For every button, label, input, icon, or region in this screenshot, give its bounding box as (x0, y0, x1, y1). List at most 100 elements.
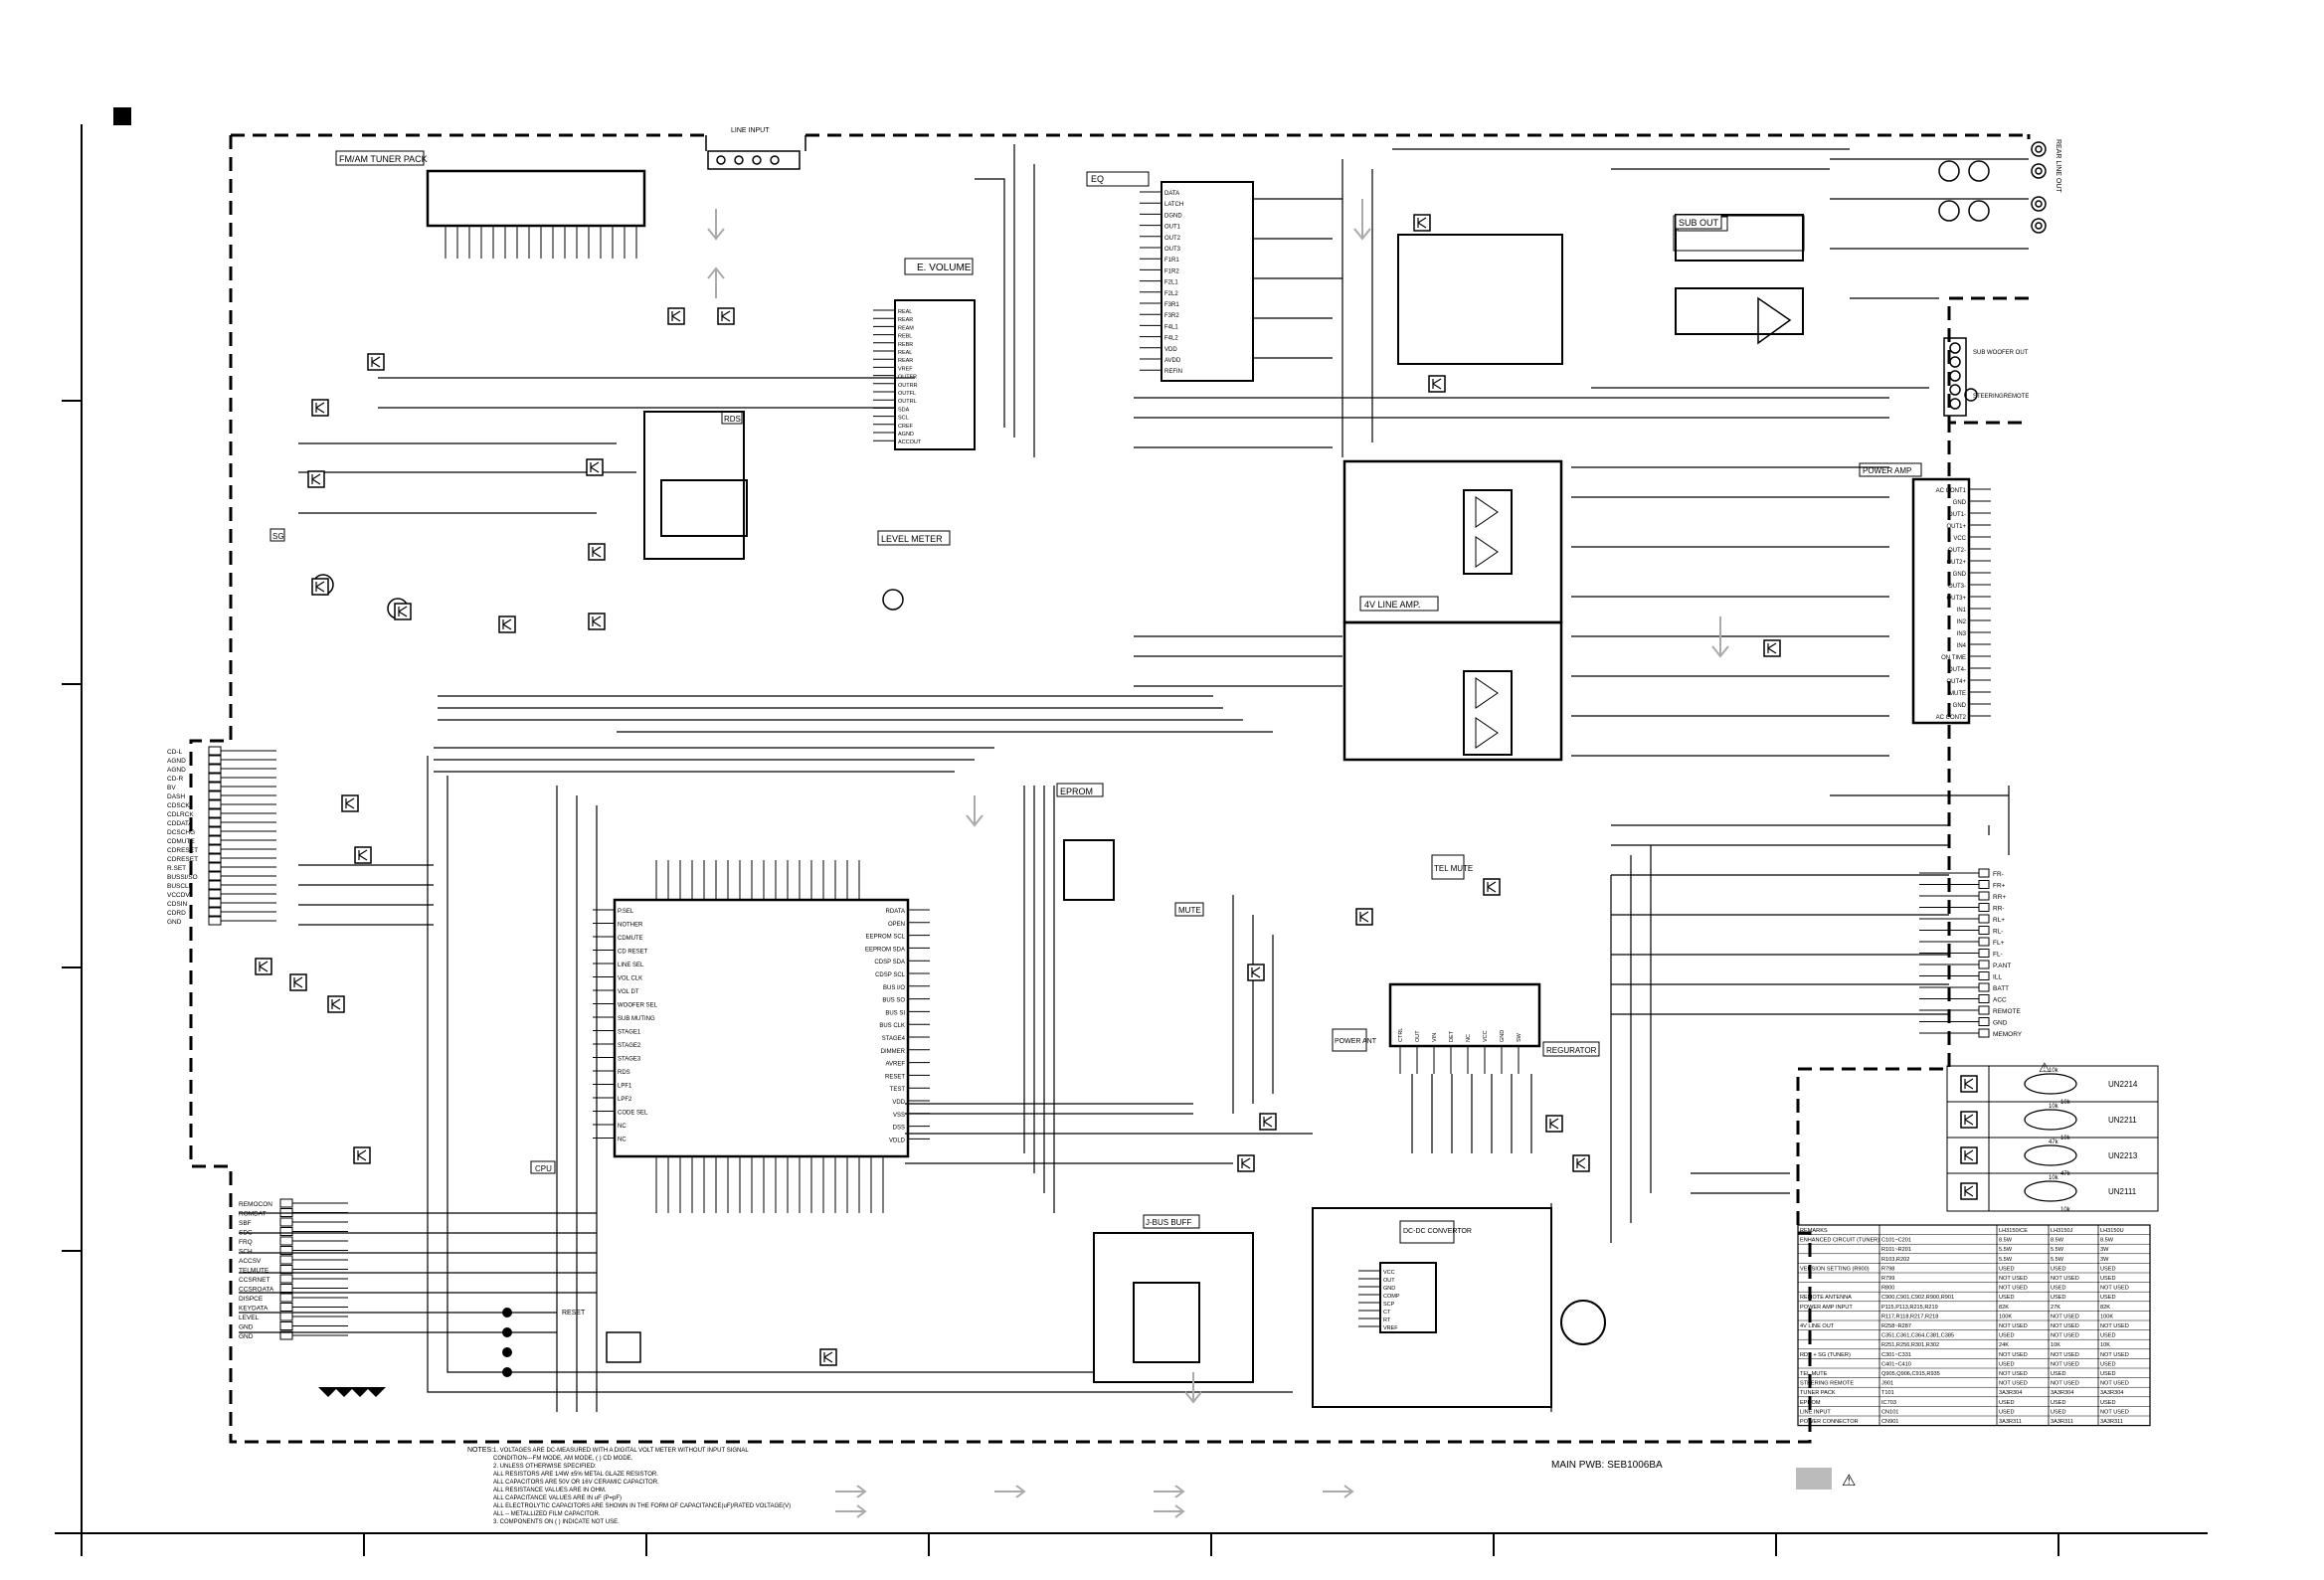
jbus-pin-terminal (279, 1284, 293, 1293)
transistor-glyph (311, 473, 321, 485)
version-table-cell: 82K (1999, 1305, 2009, 1311)
transistor-glyph (592, 546, 602, 558)
version-table-cell: NOT USED (2051, 1323, 2079, 1329)
cd-pin-terminal (208, 835, 222, 845)
transistor-symbol (1247, 964, 1265, 981)
transistor-glyph (590, 461, 600, 473)
cpu-left-pin-label: STAGE3 (618, 1057, 641, 1063)
cd-pin-label: CDMUTE (167, 838, 195, 845)
transistor-glyph (293, 976, 303, 988)
notes-line: CONDITION---FM MODE, AM MODE, ( ) CD MOD… (493, 1456, 633, 1462)
version-table-cell: NOT USED (2051, 1276, 2079, 1282)
cd-pin-label: VCCDV (167, 892, 190, 899)
cd-pin-label: CD-L (167, 749, 183, 756)
sg-section (269, 528, 409, 619)
cd-pin-terminal (208, 853, 222, 863)
version-table-cell: USED (2100, 1371, 2116, 1377)
cd-pin-label: CDDATA (167, 820, 193, 827)
version-table-cell: ENHANCED CIRCUIT (TUNER) (1800, 1238, 1879, 1244)
eq-pin-label: F4L1 (1164, 324, 1178, 330)
cpu-left-pin-label: NC (618, 1138, 626, 1143)
notes-title: NOTES: (467, 1447, 493, 1454)
sub-out-label-box (1675, 214, 1722, 230)
jbus-buff-label: J-BUS BUFF (1146, 1218, 1191, 1227)
sub-out-section (1397, 214, 1805, 365)
power-connector-terminal (1978, 880, 1990, 889)
power-connector-terminal (1978, 903, 1990, 912)
evolume-pin-label: ACCOUT (898, 439, 922, 445)
dcdc-pin-label: OUT (1383, 1278, 1395, 1284)
version-table-cell: R117,R118,R217,R218 (1881, 1314, 1938, 1319)
transistor-glyph (1263, 1116, 1273, 1128)
level-meter-section (877, 530, 951, 611)
cpu-left-pin-label: LINE SEL (618, 963, 644, 968)
version-table-cell: C101~C201 (1881, 1238, 1911, 1244)
reset-section (606, 1331, 641, 1363)
evolume-pin-label: REBL (898, 334, 912, 340)
cd-pin-terminal (208, 808, 222, 818)
line-input-connector (705, 135, 806, 170)
cpu-right-pin-label: BUS SO (882, 998, 905, 1004)
eq-pin-label: DATA (1164, 191, 1179, 197)
transistor-glyph (1359, 911, 1369, 923)
version-table-cell: T101 (1881, 1390, 1894, 1396)
cpu-right-pin-label: AVREF (885, 1062, 905, 1068)
eq-pin-label: F3R1 (1164, 302, 1179, 308)
cd-pin-terminal (208, 790, 222, 800)
power-amp-pin-label: IN1 (1957, 608, 1967, 614)
sheet-frame (55, 124, 2208, 1556)
transistor-symbol (1413, 214, 1431, 232)
power-connector-terminal (1978, 982, 1990, 992)
transistor-symbol (498, 615, 516, 633)
evolume-label: E. VOLUME (917, 263, 972, 273)
legend-transistor-symbol (1960, 1146, 1978, 1164)
cpu-left-pin-label: NC (618, 1124, 626, 1130)
power-connector-pin-label: RR- (1993, 906, 2005, 913)
legend-r2: 10k (2060, 1207, 2071, 1213)
regurator-pin-label: SW (1517, 1032, 1522, 1042)
power-connector-terminal (1978, 926, 1990, 935)
dcdc-pin-label: COMP (1383, 1294, 1400, 1300)
cpu-left-pin-label: WOOFER SEL (618, 1003, 658, 1009)
eq-pin-label: AVDD (1164, 358, 1181, 364)
jbus-pin-label: LEVEL (239, 1315, 260, 1321)
transistor-symbol (1763, 639, 1781, 657)
power-amp-pin-label: IN4 (1957, 643, 1967, 649)
transistor-glyph (259, 961, 268, 972)
version-table-cell: USED (1999, 1333, 2015, 1339)
version-table-cell: USED (1999, 1266, 2015, 1272)
power-amp-pin-label: MUTE (1949, 691, 1966, 697)
transistor-glyph (671, 310, 681, 322)
cd-pin-label: DASH (167, 793, 185, 800)
version-table-cell: 3A3R304 (2051, 1390, 2073, 1396)
cd-pin-label: AGND (167, 758, 186, 765)
transistor-glyph (1487, 881, 1497, 893)
cd-pin-terminal (208, 746, 222, 756)
version-table-cell: R798 (1881, 1266, 1894, 1272)
dcdc-pin-label: CT (1383, 1310, 1391, 1316)
eq-pins: DATALATCHDGNDOUT1OUT2OUT3F1R1F1R2F2L1F2L… (1140, 191, 1183, 375)
evolume-pin-label: CREF (898, 424, 914, 430)
cpu-right-pin-label: CDSP SCL (875, 972, 906, 978)
version-table-cell: 4V LINE OUT (1800, 1323, 1835, 1329)
steering-remote-label: STEERINGREMOTE (1973, 394, 2029, 400)
power-amp-pin-label: OUT1- (1948, 512, 1966, 518)
dcdc-label: DC-DC CONVERTOR (1403, 1228, 1472, 1235)
cd-pin-terminal (208, 817, 222, 827)
legend-transistor-glyph (1964, 1114, 1974, 1126)
jbus-pin-label: GND (239, 1324, 254, 1331)
legend-r1: 10k (2049, 1104, 2059, 1110)
evolume-pin-label: SCL (898, 416, 909, 422)
transistor-symbol (1428, 375, 1446, 393)
version-table-cell: 10K (2100, 1342, 2110, 1348)
version-table-cell: NOT USED (2051, 1352, 2079, 1358)
sg-label: SG (272, 532, 284, 541)
regurator-pin-label: GND (1500, 1030, 1506, 1042)
dcdc-pin-label: RT (1383, 1317, 1391, 1323)
led-array (318, 1308, 512, 1397)
transistor-glyph (721, 310, 731, 322)
transistor-symbol (1545, 1115, 1563, 1133)
